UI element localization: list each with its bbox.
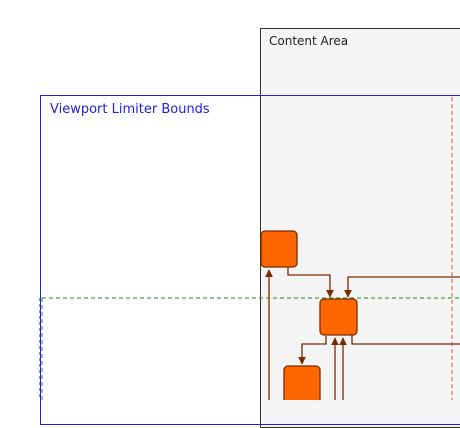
content-area-panel: [260, 28, 460, 428]
edge-node2-to-right: [351, 335, 460, 345]
edge-node1-to-node2: [287, 267, 334, 298]
diagram-node-2[interactable]: [319, 298, 358, 336]
viewport-limiter-label: Viewport Limiter Bounds: [50, 102, 210, 117]
diagram-node-1[interactable]: [260, 230, 298, 268]
edge-node2-to-node3: [298, 336, 327, 365]
content-area-label: Content Area: [269, 34, 349, 48]
diagram-overlay: [39, 97, 460, 400]
diagram-node-3[interactable]: [283, 365, 321, 400]
diagram-canvas: Content Area Viewport Limiter Bounds: [39, 28, 460, 428]
edge-right-to-node2: [344, 276, 460, 298]
